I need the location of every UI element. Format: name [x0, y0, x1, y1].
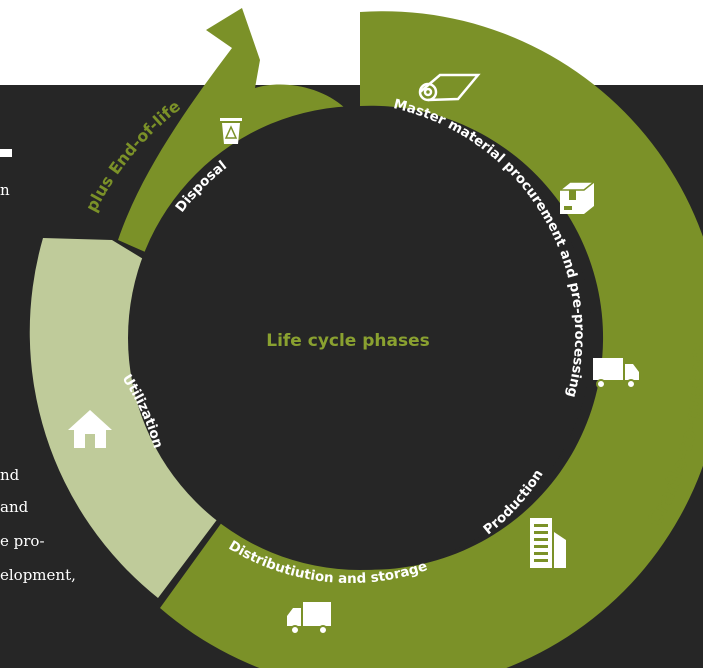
utilization-segment	[29, 238, 222, 598]
box-icon	[557, 181, 597, 214]
cradle-to-customer-arc	[160, 11, 703, 668]
left-text-4: e pro-	[0, 532, 45, 550]
center-circle	[128, 106, 592, 570]
left-text-3: and	[0, 498, 29, 516]
truck-icon	[287, 602, 331, 635]
building-icon	[530, 518, 566, 568]
center-label: Life cycle phases	[266, 331, 430, 351]
title-dash	[0, 149, 12, 157]
left-text-1: n	[0, 181, 10, 199]
left-text-5: elopment,	[0, 566, 76, 584]
left-text-2: nd	[0, 466, 20, 484]
roll-icon	[418, 73, 481, 102]
house-icon	[68, 410, 112, 448]
truck-icon	[593, 358, 639, 389]
trash-bin-icon	[220, 118, 242, 144]
